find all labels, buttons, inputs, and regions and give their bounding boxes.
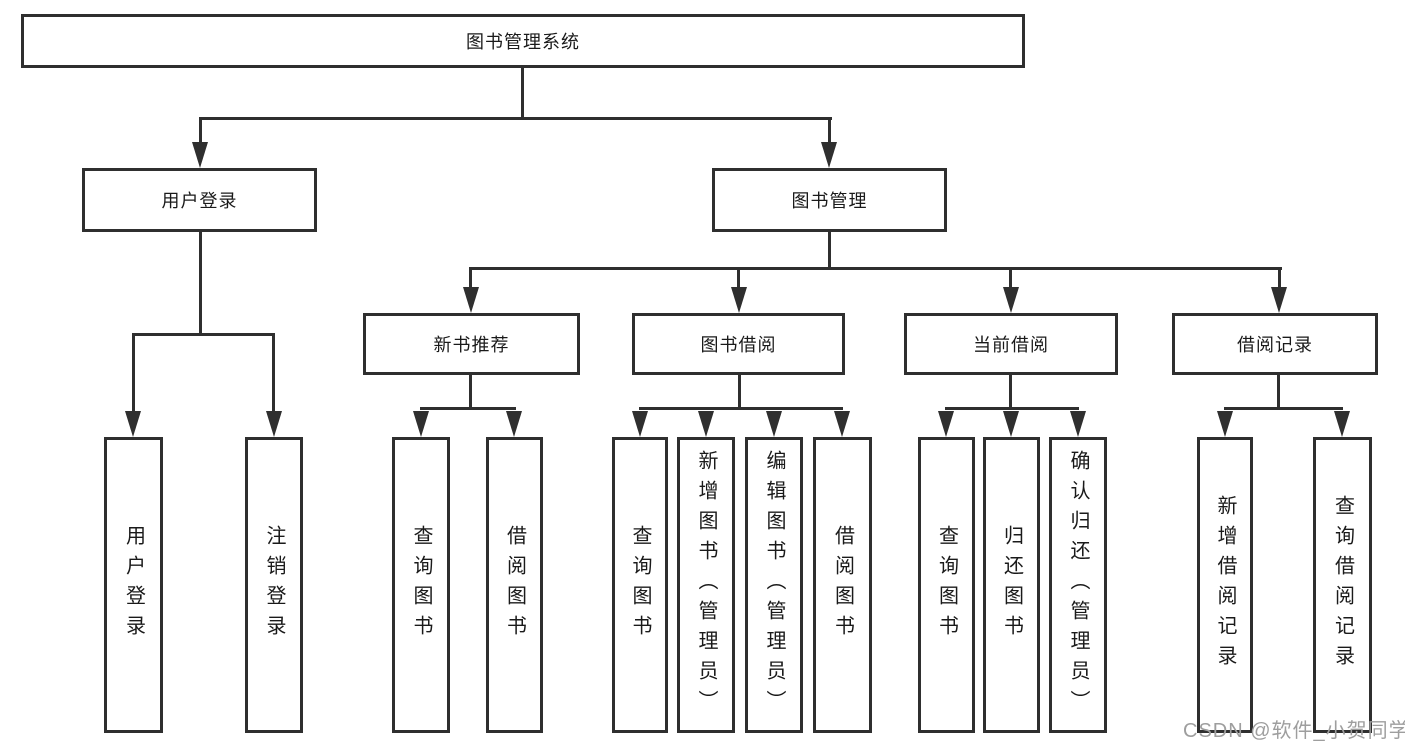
arrowhead-to-leaf	[506, 411, 522, 437]
node-book-borrow-label: 图书借阅	[700, 335, 777, 355]
leaf-user-login: 用户登录	[104, 437, 163, 733]
connector-book-mgmt-hbar	[470, 267, 1282, 270]
node-user-login-label: 用户登录	[161, 191, 238, 211]
connector-new-book-rec-hbar	[420, 407, 516, 410]
connector-root-stem	[521, 68, 524, 120]
node-new-book-rec: 新书推荐	[363, 313, 580, 375]
leaf-borrow-books-1: 借阅图书	[486, 437, 543, 733]
connector-leaf-drop	[132, 333, 135, 412]
node-borrow-record-label: 借阅记录	[1237, 335, 1313, 355]
leaf-query-books-1-label: 查询图书	[410, 525, 432, 645]
arrowhead-to-book-borrow	[731, 287, 747, 313]
leaf-add-borrow-record-label: 新增借阅记录	[1214, 495, 1236, 675]
arrowhead-to-leaf	[1334, 411, 1350, 437]
node-new-book-rec-label: 新书推荐	[433, 335, 510, 355]
arrowhead-to-book-mgmt	[821, 142, 837, 168]
arrowhead-to-leaf	[1003, 411, 1019, 437]
connector-book-borrow-stem	[738, 375, 741, 410]
leaf-add-book-admin-label: 新增图书（管理员）	[695, 450, 717, 720]
arrowhead-to-leaf	[125, 411, 141, 437]
node-book-mgmt: 图书管理	[712, 168, 947, 232]
arrowhead-to-user-login	[192, 142, 208, 168]
connector-user-login-drop	[199, 117, 202, 146]
leaf-query-books-3-label: 查询图书	[935, 525, 958, 645]
leaf-return-book: 归还图书	[983, 437, 1040, 733]
arrowhead-to-leaf	[1070, 411, 1086, 437]
connector-l3-drop	[1278, 267, 1281, 291]
node-current-borrow: 当前借阅	[904, 313, 1118, 375]
leaf-query-borrow-record-label: 查询借阅记录	[1331, 495, 1354, 675]
node-book-mgmt-label: 图书管理	[791, 191, 868, 211]
arrowhead-to-leaf	[698, 411, 714, 437]
arrowhead-to-leaf	[1217, 411, 1233, 437]
connector-new-book-rec-stem	[469, 375, 472, 410]
connector-book-mgmt-stem	[828, 232, 831, 270]
node-user-login: 用户登录	[82, 168, 317, 232]
leaf-edit-book-admin: 编辑图书（管理员）	[745, 437, 803, 733]
leaf-edit-book-admin-label: 编辑图书（管理员）	[763, 450, 785, 720]
connector-l3-drop	[1009, 267, 1012, 291]
connector-book-borrow-hbar	[639, 407, 843, 410]
connector-user-login-hbar	[132, 333, 275, 336]
connector-book-mgmt-drop	[828, 117, 831, 146]
connector-borrow-record-hbar	[1224, 407, 1343, 410]
connector-borrow-record-stem	[1277, 375, 1280, 410]
leaf-logout-label: 注销登录	[263, 525, 285, 645]
csdn-watermark: CSDN @软件_小贺同学	[1183, 720, 1405, 742]
leaf-borrow-books-1-label: 借阅图书	[503, 525, 526, 645]
connector-root-hbar	[199, 117, 832, 120]
arrowhead-to-leaf	[938, 411, 954, 437]
arrowhead-to-leaf	[413, 411, 429, 437]
connector-l3-drop	[469, 267, 472, 291]
connector-current-borrow-stem	[1009, 375, 1012, 410]
leaf-query-books-3: 查询图书	[918, 437, 975, 733]
leaf-query-borrow-record: 查询借阅记录	[1313, 437, 1372, 733]
arrowhead-to-new-book-rec	[463, 287, 479, 313]
node-current-borrow-label: 当前借阅	[973, 335, 1049, 355]
leaf-confirm-return-admin-label: 确认归还（管理员）	[1067, 450, 1089, 720]
leaf-query-books-1: 查询图书	[392, 437, 450, 733]
arrowhead-to-leaf	[766, 411, 782, 437]
leaf-borrow-books-2-label: 借阅图书	[831, 525, 854, 645]
leaf-query-books-2-label: 查询图书	[629, 525, 651, 645]
node-borrow-record: 借阅记录	[1172, 313, 1378, 375]
leaf-add-borrow-record: 新增借阅记录	[1197, 437, 1253, 733]
node-book-borrow: 图书借阅	[632, 313, 845, 375]
leaf-borrow-books-2: 借阅图书	[813, 437, 872, 733]
leaf-add-book-admin: 新增图书（管理员）	[677, 437, 735, 733]
arrowhead-to-current-borrow	[1003, 287, 1019, 313]
leaf-query-books-2: 查询图书	[612, 437, 668, 733]
leaf-return-book-label: 归还图书	[1000, 525, 1023, 645]
leaf-logout: 注销登录	[245, 437, 303, 733]
connector-user-login-stem	[199, 232, 202, 336]
node-root-label: 图书管理系统	[466, 32, 580, 52]
connector-leaf-drop	[272, 333, 275, 412]
connector-current-borrow-hbar	[945, 407, 1079, 410]
leaf-user-login-label: 用户登录	[122, 525, 145, 645]
node-root: 图书管理系统	[21, 14, 1025, 68]
arrowhead-to-leaf	[632, 411, 648, 437]
arrowhead-to-leaf	[266, 411, 282, 437]
arrowhead-to-leaf	[834, 411, 850, 437]
arrowhead-to-borrow-record	[1271, 287, 1287, 313]
connector-l3-drop	[737, 267, 740, 291]
leaf-confirm-return-admin: 确认归还（管理员）	[1049, 437, 1107, 733]
